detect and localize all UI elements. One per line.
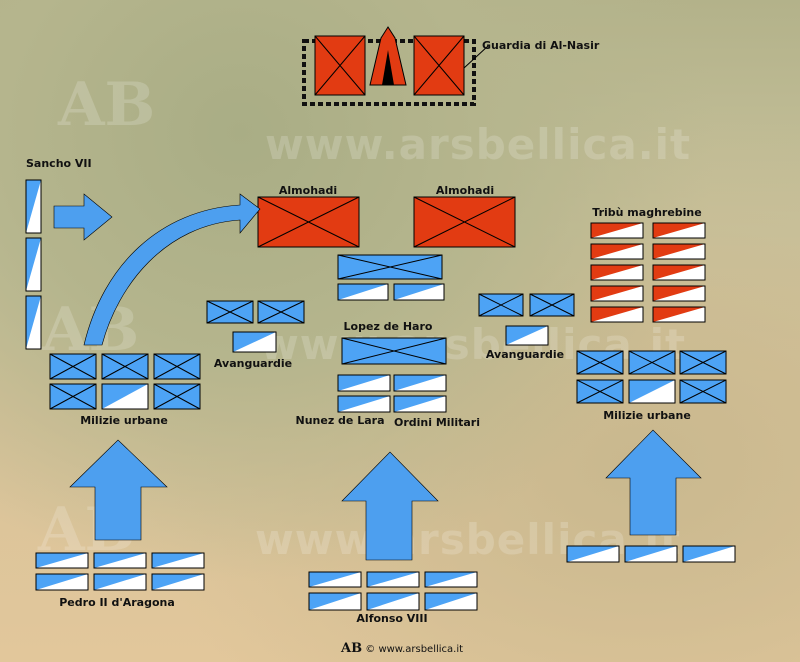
label-pedro: Pedro II d'Aragona [59,596,175,609]
christian-unit [151,552,205,569]
label-almohadi-left: Almohadi [278,184,338,197]
watermark-site-top: www.arsbellica.it [265,120,692,169]
christian-unit [308,592,362,611]
tent-icon [369,26,407,86]
tribe-unit [652,306,706,323]
christian-units [25,179,736,611]
christian-unit [93,573,147,591]
tribe-unit [652,222,706,239]
christian-unit [366,571,420,588]
arrow-right [605,429,702,536]
christian-unit [576,379,624,404]
tribe-unit [590,222,644,239]
arrow-curved [83,193,261,346]
tribe-unit [590,264,644,281]
christian-unit [424,592,478,611]
christian-unit [628,350,676,375]
christian-unit [25,295,42,350]
tribe-unit [652,264,706,281]
label-sancho: Sancho VII [26,157,92,170]
christian-unit [529,293,575,317]
christian-unit [206,300,254,324]
tribe-unit [590,243,644,260]
christian-unit [49,383,97,410]
christian-unit [257,300,305,324]
christian-unit [505,325,549,346]
tribe-unit [652,243,706,260]
christian-unit [682,545,736,563]
label-alfonso: Alfonso VIII [356,612,428,625]
christian-unit [25,237,42,292]
arrow-sancho [53,193,113,241]
christian-unit [576,350,624,375]
footer-copyright: © [365,644,376,655]
christian-unit [679,379,727,404]
christian-unit [624,545,678,563]
christian-unit [424,571,478,588]
label-lopez: Lopez de Haro [343,320,433,333]
christian-unit [25,179,42,234]
christian-unit [101,353,149,380]
label-avanguardie-right: Avanguardie [485,348,565,361]
footer-logo: AB [341,641,363,656]
christian-unit [628,379,676,404]
christian-unit [232,331,277,353]
christian-unit [393,374,447,392]
christian-unit [366,592,420,611]
christian-unit [478,293,524,317]
label-nunez: Nunez de Lara [295,414,385,427]
christian-unit [393,283,445,301]
label-almohadi-right: Almohadi [435,184,495,197]
watermark-logo-top: AB [58,70,156,140]
christian-unit [35,552,89,569]
label-ordini: Ordini Militari [394,416,480,429]
arrow-alfonso [341,451,439,561]
christian-unit [679,350,727,375]
label-guard: Guardia di Al-Nasir [482,39,600,52]
christian-unit [153,383,201,410]
christian-unit [49,353,97,380]
footer-site: www.arsbellica.it [378,644,464,655]
footer-credit: AB © www.arsbellica.it [341,641,463,656]
christian-unit [35,573,89,591]
christian-unit [337,254,443,280]
christian-unit [337,374,391,392]
christian-unit [393,395,447,413]
guard-enclosure [302,26,489,106]
christian-unit [566,545,620,563]
christian-unit [153,353,201,380]
label-milizie-right: Milizie urbane [603,409,691,422]
label-milizie-left: Milizie urbane [80,414,168,427]
christian-unit [337,283,389,301]
almohadi-left-unit [257,196,360,248]
tribe-unit [652,285,706,302]
almohadi-right-unit [413,196,516,248]
christian-unit [151,573,205,591]
christian-unit [101,383,149,410]
tribe-unit [590,306,644,323]
christian-unit [341,337,447,365]
arrow-pedro [69,439,168,541]
tribes-units [590,222,706,323]
label-tribes: Tribù maghrebine [592,206,702,219]
christian-unit [93,552,147,569]
christian-unit [337,395,391,413]
christian-unit [308,571,362,588]
label-avanguardie-left: Avanguardie [213,357,293,370]
tribe-unit [590,285,644,302]
